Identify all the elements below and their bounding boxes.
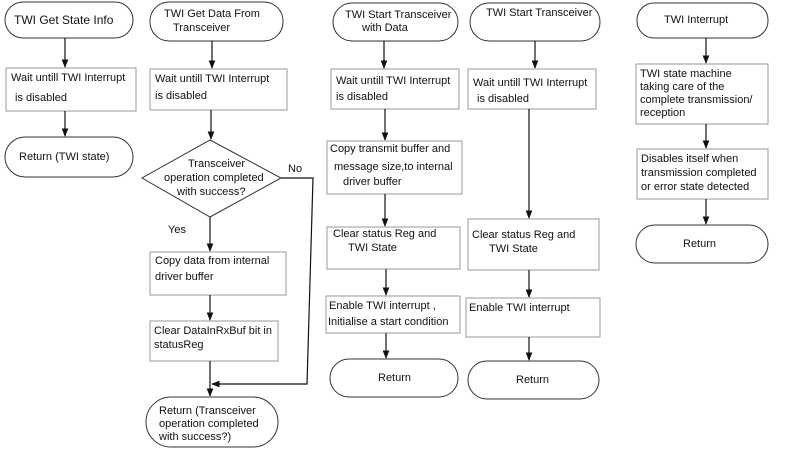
col5-disable-line1: Disables itself when	[641, 153, 738, 165]
col5-start-terminator	[636, 2, 769, 39]
col5-machine-line3: complete transmission/	[640, 94, 753, 106]
col1-start-terminator	[4, 1, 134, 39]
col1-wait-line2: is disabled	[15, 92, 67, 104]
col4-end-label: Return	[516, 374, 549, 386]
col3-wait-line1: Wait untill TWI Interrupt	[336, 75, 450, 87]
col4-clear-line1: Clear status Reg and	[472, 229, 575, 241]
col2-clear-line2: statusReg	[154, 339, 204, 351]
col4-end-terminator	[467, 360, 600, 400]
col5-disable-box	[636, 148, 769, 200]
col5-start-label: TWI Interrupt	[664, 14, 728, 26]
col5-machine-box	[635, 63, 769, 125]
col5-disable-line2: transmission completed	[641, 167, 757, 179]
col2-start-terminator	[149, 1, 284, 42]
col2-decision-line3: with success?	[176, 186, 245, 198]
col1-flow: TWI Get State Info Wait untill TWI Inter…	[4, 1, 137, 178]
col4-start-label: TWI Start Transceiver	[486, 7, 593, 19]
col2-copy-line1: Copy data from internal	[155, 255, 269, 267]
col2-clear-line1: Clear DataInRxBuf bit in	[154, 325, 272, 337]
col2-copy-box	[149, 251, 287, 296]
col1-start-label: TWI Get State Info	[14, 13, 114, 27]
col2-end-line1: Return (Transceiver	[159, 405, 256, 417]
col2-end-line2: operation completed	[159, 418, 259, 430]
col3-clear-line1: Clear status Reg and	[333, 228, 436, 240]
col5-machine-line4: reception	[640, 107, 685, 119]
col4-clear-line2: TWI State	[489, 243, 538, 255]
col2-flow: TWI Get Data From Transceiver Wait until…	[140, 1, 314, 448]
col5-flow: TWI Interrupt TWI state machine taking c…	[635, 2, 769, 264]
col2-wait-line2: is disabled	[155, 90, 207, 102]
col3-start-terminator	[332, 2, 459, 42]
col3-start-line2: with Data	[361, 22, 409, 34]
col2-arrow-no-to-merge	[211, 177, 314, 388]
col2-wait-line1: Wait untill TWI Interrupt	[155, 73, 269, 85]
col4-enable-box	[465, 297, 601, 338]
col1-wait-box	[5, 67, 137, 112]
col3-enable-box	[325, 295, 461, 334]
col5-machine-line2: taking care of the	[640, 81, 724, 93]
col4-enable-label: Enable TWI interrupt	[469, 302, 570, 314]
col3-start-line1: TWI Start Transceiver	[345, 9, 452, 21]
col4-flow: TWI Start Transceiver Wait untill TWI In…	[465, 2, 601, 400]
col3-copy-line2: message size,to internal	[334, 161, 453, 173]
col2-decision-line2: operation completed	[164, 172, 264, 184]
col2-no-label: No	[288, 163, 302, 175]
col3-copy-box	[326, 140, 463, 195]
col2-yes-label: Yes	[168, 224, 186, 236]
col3-clear-box	[326, 226, 461, 270]
col1-wait-line1: Wait untill TWI Interrupt	[11, 72, 125, 84]
col2-wait-box	[149, 68, 288, 111]
col5-end-terminator	[635, 224, 769, 264]
col4-wait-box	[467, 68, 597, 110]
col2-start-line2: Transceiver	[173, 22, 230, 34]
col5-end-label: Return	[683, 238, 716, 250]
col3-copy-line1: Copy transmit buffer and	[330, 143, 450, 155]
col2-end-terminator	[145, 396, 279, 448]
col4-wait-line2: is disabled	[477, 93, 529, 105]
col3-copy-line3: driver buffer	[343, 176, 402, 188]
col2-start-line1: TWI Get Data From	[164, 8, 260, 20]
col5-machine-line1: TWI state machine	[640, 68, 732, 80]
col3-end-label: Return	[378, 372, 411, 384]
col2-clear-box	[149, 320, 279, 362]
col3-enable-line1: Enable TWI interrupt ,	[329, 300, 436, 312]
col2-decision-line1: Transceiver	[188, 158, 245, 170]
col3-clear-line2: TWI State	[348, 242, 397, 254]
col1-end-terminator	[4, 136, 134, 178]
col3-enable-line2: Initialise a start condition	[328, 316, 448, 328]
col4-clear-box	[467, 218, 600, 271]
col4-wait-line1: Wait untill TWI Interrupt	[473, 77, 587, 89]
col3-wait-box	[330, 68, 460, 110]
col2-end-line3: with success?)	[158, 431, 231, 443]
col3-flow: TWI Start Transceiver with Data Wait unt…	[325, 2, 463, 398]
col1-end-label: Return (TWI state)	[19, 151, 109, 163]
col5-disable-line3: or error state detected	[641, 181, 749, 193]
col2-copy-line2: driver buffer	[155, 271, 214, 283]
col3-end-terminator	[329, 358, 459, 398]
col3-wait-line2: is disabled	[336, 91, 388, 103]
